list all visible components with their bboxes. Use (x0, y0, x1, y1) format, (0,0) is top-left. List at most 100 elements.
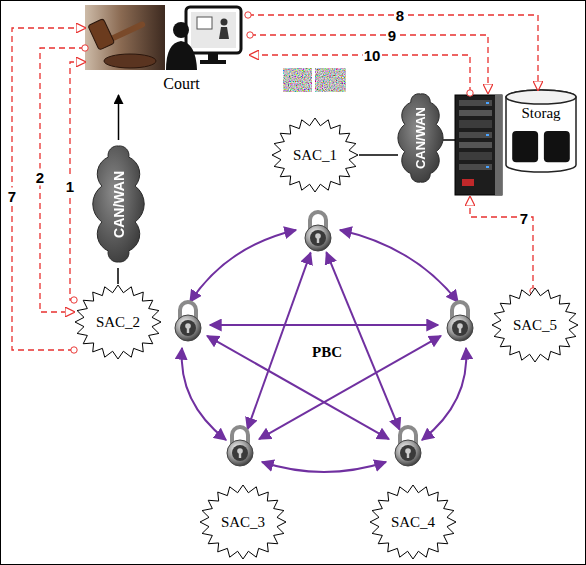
sac-node: SAC_2 (74, 284, 162, 360)
network-link (117, 268, 119, 284)
star-outline (75, 285, 161, 359)
monitor-stand (208, 53, 218, 61)
star-outline (272, 118, 358, 192)
node-label: SAC_5 (513, 317, 557, 334)
rack-unit (459, 132, 492, 138)
noise-images (283, 68, 346, 92)
chain-link (422, 348, 466, 440)
rack-led (486, 102, 489, 104)
node-label: SAC_1 (293, 147, 337, 164)
message-arrow (248, 15, 538, 90)
person-body (166, 41, 197, 70)
noise-image (315, 68, 346, 92)
server-rack (455, 95, 502, 195)
cylinder-body (506, 90, 576, 172)
gavel-background (85, 5, 165, 70)
lock-symbol (175, 302, 201, 341)
network-wire (443, 139, 455, 141)
chain-link (247, 253, 310, 430)
star-outline (492, 288, 578, 362)
chain-link (207, 336, 389, 439)
disk-symbol (512, 131, 538, 162)
message-arrow (12, 28, 85, 350)
network-cloud: CAN/WAN (95, 140, 142, 268)
monitor-frame (186, 7, 241, 53)
rack-body (455, 95, 502, 195)
noise-image (283, 68, 312, 92)
chain-link (210, 324, 438, 326)
rack-unit (459, 142, 492, 148)
person-head (173, 22, 189, 38)
message-arrow (250, 35, 488, 93)
callout-number: 7 (7, 188, 17, 205)
callout-number: 9 (387, 27, 397, 44)
rack-unit (459, 152, 492, 160)
star-outline (200, 485, 286, 559)
court-node: Court (85, 3, 248, 95)
network-link (359, 154, 398, 156)
red-dashed-flows (250, 35, 533, 291)
callout-number: 7 (519, 210, 529, 227)
judge-screen-icon (166, 7, 241, 70)
disk-symbol (544, 131, 570, 162)
lock-symbol (305, 212, 331, 251)
node-label: SAC_4 (391, 514, 435, 531)
star-outline (370, 485, 456, 559)
cloud-outline (93, 146, 144, 262)
cylinder-top (506, 90, 576, 104)
node-label: CAN/WAN (111, 171, 127, 238)
storage-cylinder: Storag (505, 90, 577, 172)
sound-block (104, 54, 156, 68)
rack-tag (462, 179, 474, 186)
node-label: Court (163, 75, 199, 93)
sac-node: SAC_1 (271, 117, 359, 193)
rack-led (486, 166, 489, 168)
callout-number: 2 (35, 169, 45, 186)
chain-link (190, 230, 296, 302)
lock-symbol (227, 427, 253, 466)
screen-person-body (219, 27, 229, 39)
message-arrow (40, 48, 85, 312)
rack-unit (459, 100, 492, 106)
monitor-screen (191, 12, 236, 48)
gavel-head (88, 19, 115, 51)
screen-person-head (221, 19, 228, 26)
network-label: PBC (311, 344, 343, 361)
gavel-picture (85, 5, 165, 70)
message-arrow (470, 197, 533, 291)
chain-link (182, 348, 226, 440)
node-label: CAN/WAN (413, 107, 428, 169)
callout-number: 10 (363, 47, 382, 64)
screen-board (197, 17, 212, 29)
cloud-outline (398, 94, 443, 182)
lock-symbol (447, 302, 473, 341)
sac-node: SAC_3 (199, 484, 287, 560)
rack-led (486, 134, 489, 136)
callout-number: 8 (395, 7, 405, 24)
rack-unit (459, 164, 492, 170)
network-link (118, 95, 120, 140)
sac-node: SAC_4 (369, 484, 457, 560)
node-label: SAC_3 (221, 514, 265, 531)
cyl-outline (505, 90, 577, 172)
chain-link (340, 230, 458, 302)
network-cloud: CAN/WAN (398, 88, 443, 188)
chain-link (326, 252, 399, 429)
message-arrow (250, 55, 470, 93)
sac-node: SAC_5 (491, 287, 579, 363)
chain-link (259, 336, 441, 439)
rack-unit (459, 120, 492, 128)
rack-unit (459, 110, 492, 116)
chain-link (262, 462, 386, 472)
callout-number: 1 (65, 178, 75, 195)
rack-side (495, 95, 502, 195)
node-label: Storag (521, 105, 560, 122)
lock-symbol (395, 427, 421, 466)
pbc-links (182, 230, 467, 472)
node-label: SAC_2 (96, 314, 140, 331)
monitor-base (200, 60, 226, 64)
